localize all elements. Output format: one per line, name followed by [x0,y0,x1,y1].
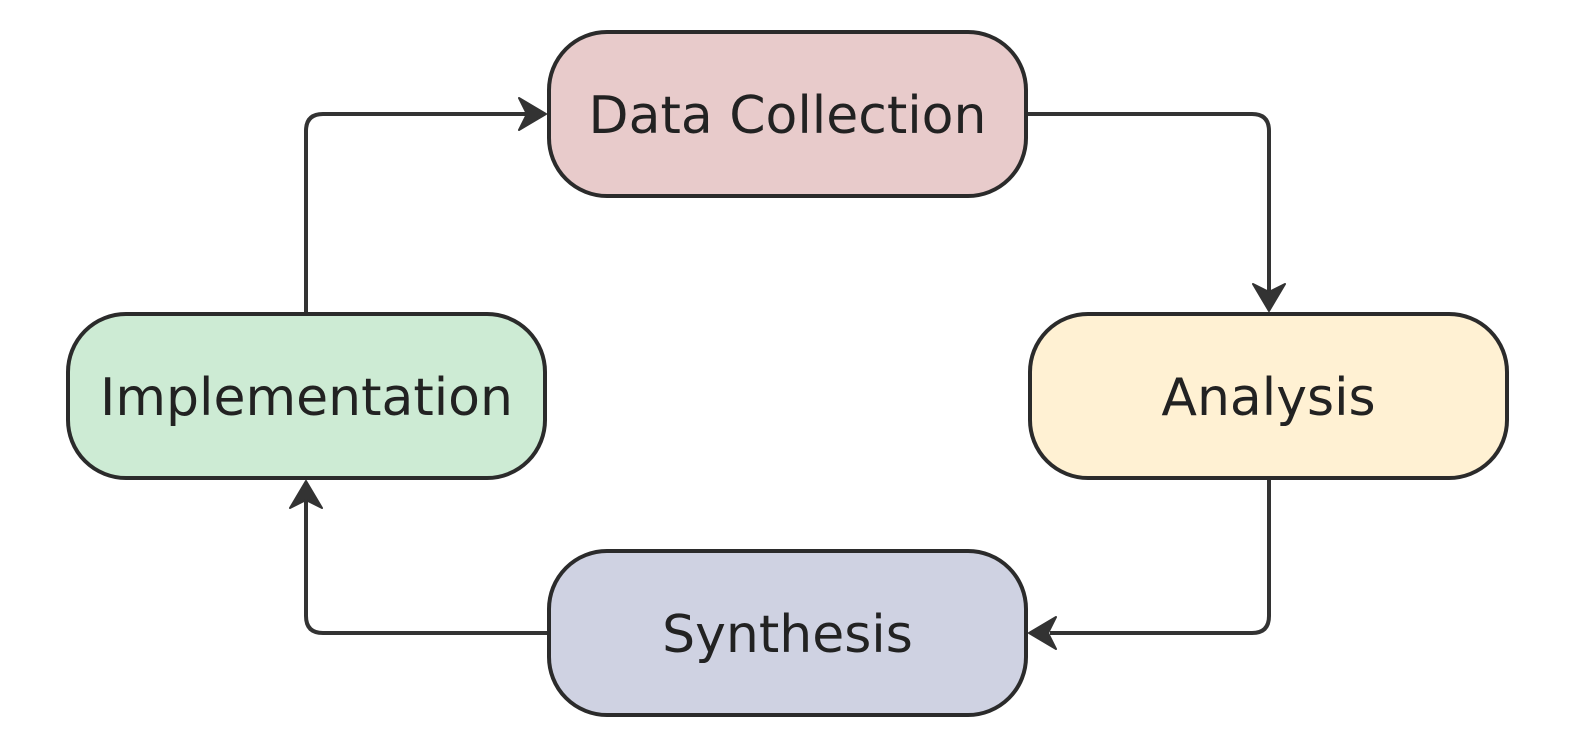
node-analysis[interactable]: Analysis [1028,312,1509,480]
arrowhead-up-icon [289,480,323,509]
node-box [547,30,1028,198]
node-box [1028,312,1509,480]
edge-line [304,500,548,635]
node-implementation[interactable]: Implementation [66,312,547,480]
edges [289,97,1286,650]
node-label: Synthesis [662,605,913,665]
edge-analysis-to-synthesis [1028,478,1271,650]
edge-synthesis-to-implementation [289,480,548,635]
node-box [547,549,1028,717]
node-label: Analysis [1161,368,1375,428]
edge-implementation-to-data-collection [304,97,547,312]
edge-line [1027,112,1271,292]
nodes: Data Collection Analysis Synthesis Imple… [66,30,1509,717]
node-label: Data Collection [589,86,987,146]
node-label: Implementation [100,368,513,428]
edge-line [304,112,526,312]
arrowhead-down-icon [1252,283,1286,312]
arrowhead-left-icon [1028,616,1057,650]
edge-data-collection-to-analysis [1027,112,1286,312]
edge-line [1050,478,1271,635]
node-synthesis[interactable]: Synthesis [547,549,1028,717]
node-data-collection[interactable]: Data Collection [547,30,1028,198]
node-box [66,312,547,480]
arrowhead-right-icon [518,97,547,131]
